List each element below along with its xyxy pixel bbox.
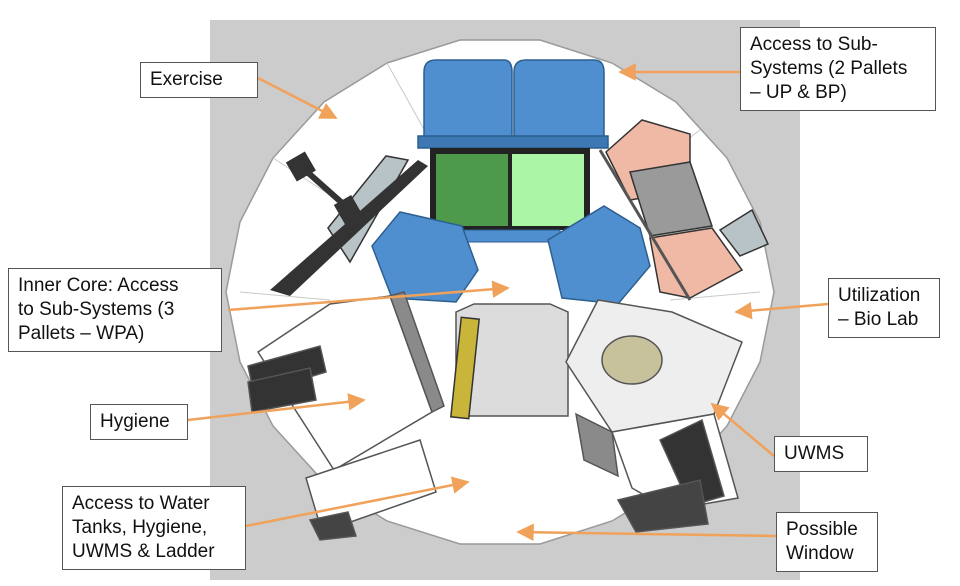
exercise-equipment <box>270 151 428 296</box>
callout-text: Pallets – WPA) <box>18 323 145 344</box>
callout-text: Window <box>786 543 854 564</box>
callout-utilization: Utilization – Bio Lab <box>828 278 940 338</box>
callout-window: Possible Window <box>776 512 878 572</box>
callout-text: Access to Sub- <box>750 34 878 55</box>
callout-text: Systems (2 Pallets <box>750 58 908 79</box>
callout-text: Tanks, Hygiene, <box>72 517 208 538</box>
hygiene-module <box>247 291 445 541</box>
callout-text: Access to Water <box>72 493 210 514</box>
callout-inner-core: Inner Core: Access to Sub-Systems (3 Pal… <box>8 268 222 352</box>
callout-water-tanks: Access to Water Tanks, Hygiene, UWMS & L… <box>62 486 246 570</box>
callout-arrows <box>187 63 829 541</box>
top-pallets <box>417 59 609 149</box>
uwms-module <box>565 299 743 533</box>
callout-text: Utilization <box>838 285 921 306</box>
callout-text: Possible <box>786 519 858 540</box>
callout-text: UWMS <box>784 443 845 464</box>
callout-hygiene: Hygiene <box>90 404 188 440</box>
center-screens <box>430 148 590 243</box>
callout-text: – UP & BP) <box>750 82 847 103</box>
callout-subsystems-top: Access to Sub- Systems (2 Pallets – UP &… <box>740 27 936 111</box>
callout-text: UWMS & Ladder <box>72 541 215 562</box>
callout-uwms: UWMS <box>774 436 868 472</box>
right-pallet <box>547 205 651 305</box>
callout-text: Inner Core: Access <box>18 275 179 296</box>
callout-text: Hygiene <box>100 411 170 432</box>
ladder <box>449 316 481 420</box>
callout-text: – Bio Lab <box>838 309 919 330</box>
callout-text: to Sub-Systems (3 <box>18 299 175 320</box>
callout-text: Exercise <box>150 69 223 90</box>
bio-lab-racks <box>598 119 770 301</box>
callout-exercise: Exercise <box>140 62 258 98</box>
